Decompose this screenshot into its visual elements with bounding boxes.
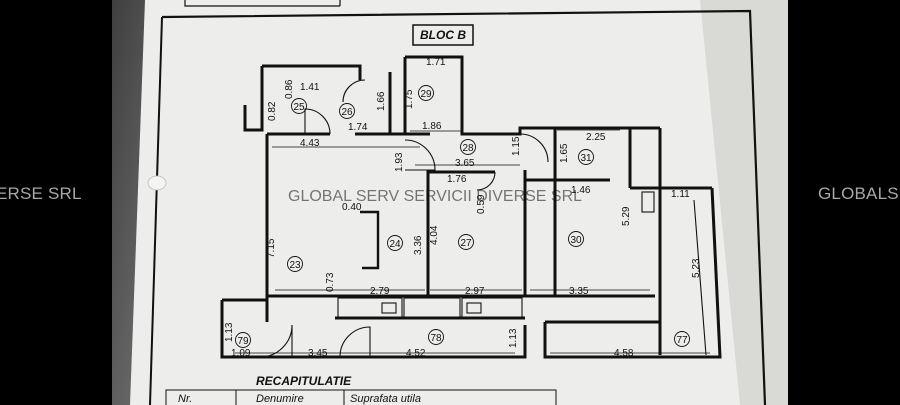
- room-number: 31: [580, 153, 592, 164]
- dim-label: 5.29: [621, 206, 632, 226]
- dim-label: 0.59: [476, 194, 487, 214]
- dim-label: 1.71: [426, 57, 446, 68]
- table-header-nr: Nr.: [178, 393, 192, 405]
- dim-label: 1.86: [422, 121, 442, 132]
- room-number: 78: [430, 333, 442, 344]
- dim-label: 1.93: [394, 152, 405, 172]
- table-header-denumire: Denumire: [256, 393, 304, 405]
- dim-label: 3.65: [455, 158, 475, 169]
- watermark-left-fragment: ERSE SRL: [0, 184, 82, 203]
- dim-label: 1.76: [447, 174, 467, 185]
- dim-label: 4.58: [614, 348, 634, 359]
- dim-label: 1.75: [404, 89, 415, 109]
- dim-label: 0.82: [267, 101, 278, 121]
- paper-tear-mark: [147, 175, 167, 191]
- summary-table: [165, 389, 557, 405]
- dim-label: 4.04: [429, 225, 440, 245]
- dim-label: 1.41: [300, 82, 320, 93]
- walls: [220, 55, 722, 359]
- dim-label: 3.36: [413, 235, 424, 255]
- dim-label: 4.52: [406, 348, 426, 359]
- dimension-lines: [235, 129, 710, 354]
- room-numbers: 25 26 29 28 31 24 27 30 23 78 79 77: [237, 89, 688, 347]
- section-title: RECAPITULATIE: [256, 374, 352, 388]
- dim-label: 1.46: [571, 185, 591, 196]
- room-number: 29: [420, 89, 432, 100]
- dim-label: 0.86: [284, 79, 295, 99]
- dim-label: 3.35: [569, 286, 589, 297]
- bloc-label-box: [412, 24, 474, 46]
- frame-border: [161, 9, 767, 405]
- window-details: [337, 130, 707, 356]
- dim-label: 1.15: [511, 136, 522, 156]
- block-label: BLOC B: [420, 28, 466, 42]
- dim-label: 1.65: [559, 143, 570, 163]
- dimension-labels: 1.41 0.86 0.82 1.66 1.75 1.71 1.74 1.86 …: [224, 57, 702, 359]
- dim-label: 2.97: [465, 286, 485, 297]
- dim-label: 1.66: [376, 91, 387, 111]
- paper-sheet: [130, 0, 788, 405]
- room-markers: [235, 85, 690, 348]
- dim-label: 5.23: [691, 258, 702, 278]
- watermark-center: GLOBAL SERV SERVICII DIVERSE SRL: [288, 188, 582, 205]
- room-number: 24: [389, 239, 401, 250]
- dim-label: 1.13: [508, 328, 519, 348]
- dim-label: 2.25: [586, 132, 606, 143]
- watermark-right-fragment: GLOBALS: [818, 184, 899, 203]
- room-number: 79: [237, 336, 249, 347]
- room-number: 26: [341, 107, 353, 118]
- door-swings: [259, 79, 549, 358]
- floor-plan-paper: BLOC B: [130, 0, 788, 405]
- dim-label: 1.11: [671, 189, 690, 200]
- room-number: 25: [293, 102, 305, 113]
- header-table-remnant: [184, 0, 341, 7]
- dim-label: 1.09: [231, 348, 251, 359]
- dim-label: 0.73: [325, 272, 336, 292]
- dim-label: 3.45: [308, 348, 328, 359]
- dim-label: 0.40: [342, 202, 362, 213]
- dim-label: 4.43: [300, 138, 320, 149]
- table-header-suprafata: Suprafata utila: [350, 393, 421, 405]
- dim-label: 7.15: [266, 238, 277, 258]
- room-number: 28: [462, 143, 474, 154]
- dim-label: 2.79: [370, 286, 390, 297]
- dim-label: 1.74: [348, 122, 368, 133]
- dim-label: 1.13: [224, 322, 235, 342]
- room-number: 23: [289, 260, 301, 271]
- floor-plan-photo: BLOC B: [112, 0, 788, 405]
- room-number: 77: [676, 335, 688, 346]
- frame-border-left: [149, 16, 163, 405]
- room-number: 27: [460, 238, 472, 249]
- room-number: 30: [570, 235, 582, 246]
